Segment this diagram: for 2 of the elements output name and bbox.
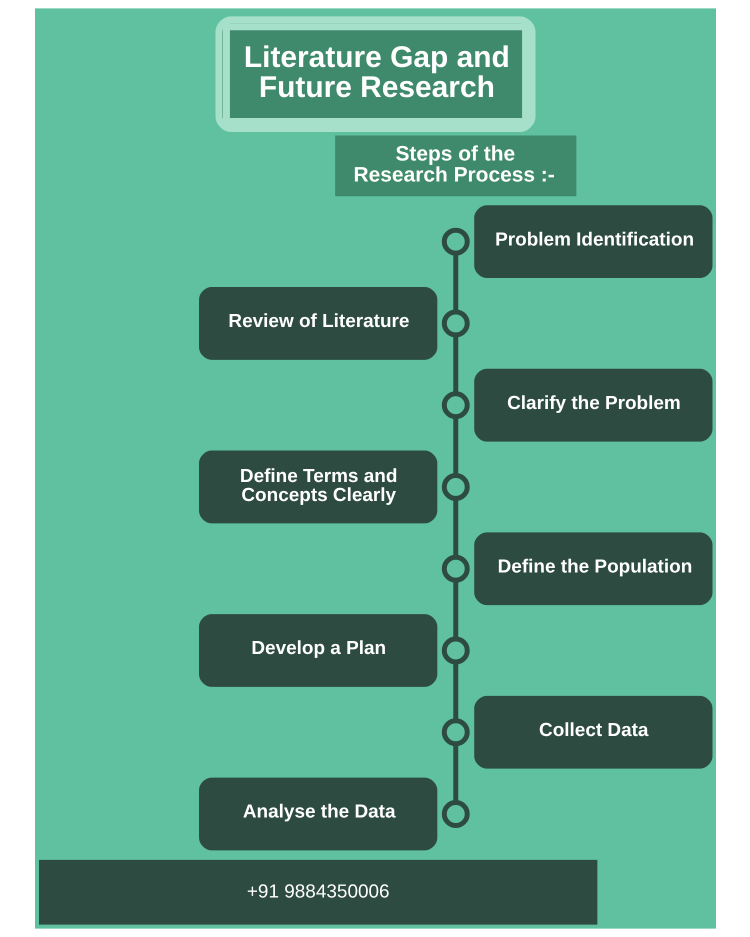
label: +91 9884350006 <box>246 881 390 902</box>
diagram-title: Literature Gap and Future Research <box>243 41 510 104</box>
